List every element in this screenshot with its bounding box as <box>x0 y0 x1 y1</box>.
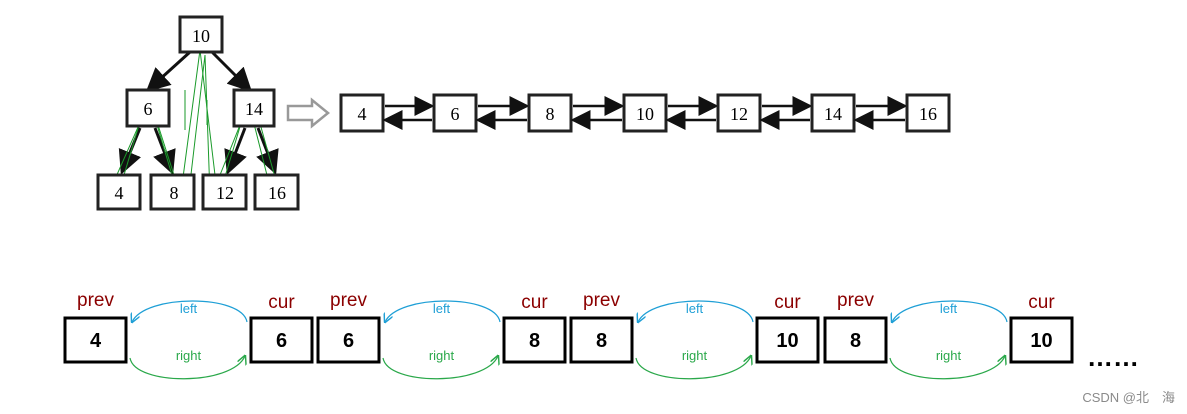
tree-leaf-2: 8 <box>149 173 196 211</box>
list-node: 16 <box>905 93 951 133</box>
prev-node-box <box>63 316 128 364</box>
right-pointer-arrow <box>382 356 498 380</box>
list-node: 12 <box>716 93 762 133</box>
right-pointer-arrow <box>635 356 751 380</box>
edge-14-12 <box>224 127 247 175</box>
binary-tree: 10 6 14 4 8 12 16 <box>96 15 300 211</box>
left-pointer-arrow <box>892 300 1008 322</box>
tree-leaf-4-label: 16 <box>268 183 286 203</box>
cur-node-box <box>1009 316 1074 364</box>
prev-node-value: 8 <box>850 330 861 352</box>
left-label: left <box>940 301 958 316</box>
list-node: 10 <box>622 93 668 133</box>
tree-leaf-1-label: 4 <box>115 183 124 203</box>
tree-node-left: 6 <box>125 88 171 128</box>
right-pointer-arrow <box>129 356 245 380</box>
tree-leaf-3-label: 12 <box>216 183 234 203</box>
tree-node-root: 10 <box>178 15 224 54</box>
tree-node-left-label: 6 <box>144 99 153 119</box>
tree-node-root-label: 10 <box>192 26 210 46</box>
cur-label: cur <box>521 292 548 313</box>
edge-14-16 <box>256 127 279 175</box>
cur-node-box <box>502 316 567 364</box>
step-1: prev cur 4 6 left right <box>63 290 314 380</box>
cur-node-value: 10 <box>776 330 798 352</box>
list-node-label: 4 <box>358 104 367 124</box>
prev-node-value: 4 <box>90 330 102 352</box>
prev-label: prev <box>77 290 114 311</box>
tree-node-right: 14 <box>232 88 276 128</box>
prev-label: prev <box>583 290 620 311</box>
right-label: right <box>176 348 202 363</box>
cur-node-value: 10 <box>1030 330 1052 352</box>
tree-node-right-label: 14 <box>245 99 263 119</box>
list-node-label: 12 <box>730 104 748 124</box>
list-node: 14 <box>810 93 856 133</box>
prev-node-value: 8 <box>596 330 607 352</box>
left-label: left <box>686 301 704 316</box>
list-node: 8 <box>527 93 573 133</box>
left-label: left <box>433 301 451 316</box>
step-3: prev cur 8 10 left right <box>569 290 820 380</box>
cur-node-value: 6 <box>276 330 287 352</box>
prev-label: prev <box>837 290 874 311</box>
list-node-label: 10 <box>636 104 654 124</box>
tree-leaf-1: 4 <box>96 173 142 211</box>
prev-node-value: 6 <box>343 330 354 352</box>
list-node: 6 <box>432 93 478 133</box>
right-label: right <box>429 348 455 363</box>
cur-node-box <box>755 316 820 364</box>
ellipsis: …… <box>1087 342 1139 372</box>
left-label: left <box>180 301 198 316</box>
doubly-linked-list: 4 6 8 10 12 14 16 <box>339 93 951 133</box>
left-pointer-arrow <box>385 300 501 322</box>
watermark: CSDN @北 海 <box>1082 390 1175 405</box>
list-node-label: 14 <box>824 104 842 124</box>
list-node-label: 16 <box>919 104 937 124</box>
tree-leaf-4: 16 <box>253 173 300 211</box>
cur-label: cur <box>1028 292 1055 313</box>
right-pointer-arrow <box>889 356 1005 380</box>
right-label: right <box>682 348 708 363</box>
prev-node-box <box>569 316 634 364</box>
step-4: prev cur 8 10 left right <box>823 290 1074 380</box>
right-label: right <box>936 348 962 363</box>
list-node: 4 <box>339 93 385 133</box>
prev-node-box <box>316 316 381 364</box>
convert-arrow-icon <box>286 97 330 129</box>
list-node-label: 6 <box>451 104 460 124</box>
cur-label: cur <box>268 292 295 313</box>
step-2: prev cur 6 8 left right <box>316 290 567 380</box>
tree-leaf-3: 12 <box>201 173 248 211</box>
prev-node-box <box>823 316 888 364</box>
edge-root-left <box>145 50 192 93</box>
list-node-label: 8 <box>546 104 555 124</box>
left-pointer-arrow <box>132 300 248 322</box>
cur-node-value: 8 <box>529 330 540 352</box>
left-pointer-arrow <box>638 300 754 322</box>
tree-leaf-2-label: 8 <box>170 183 179 203</box>
cur-node-box <box>249 316 314 364</box>
edge-root-right <box>210 50 253 93</box>
cur-label: cur <box>774 292 801 313</box>
prev-label: prev <box>330 290 367 311</box>
